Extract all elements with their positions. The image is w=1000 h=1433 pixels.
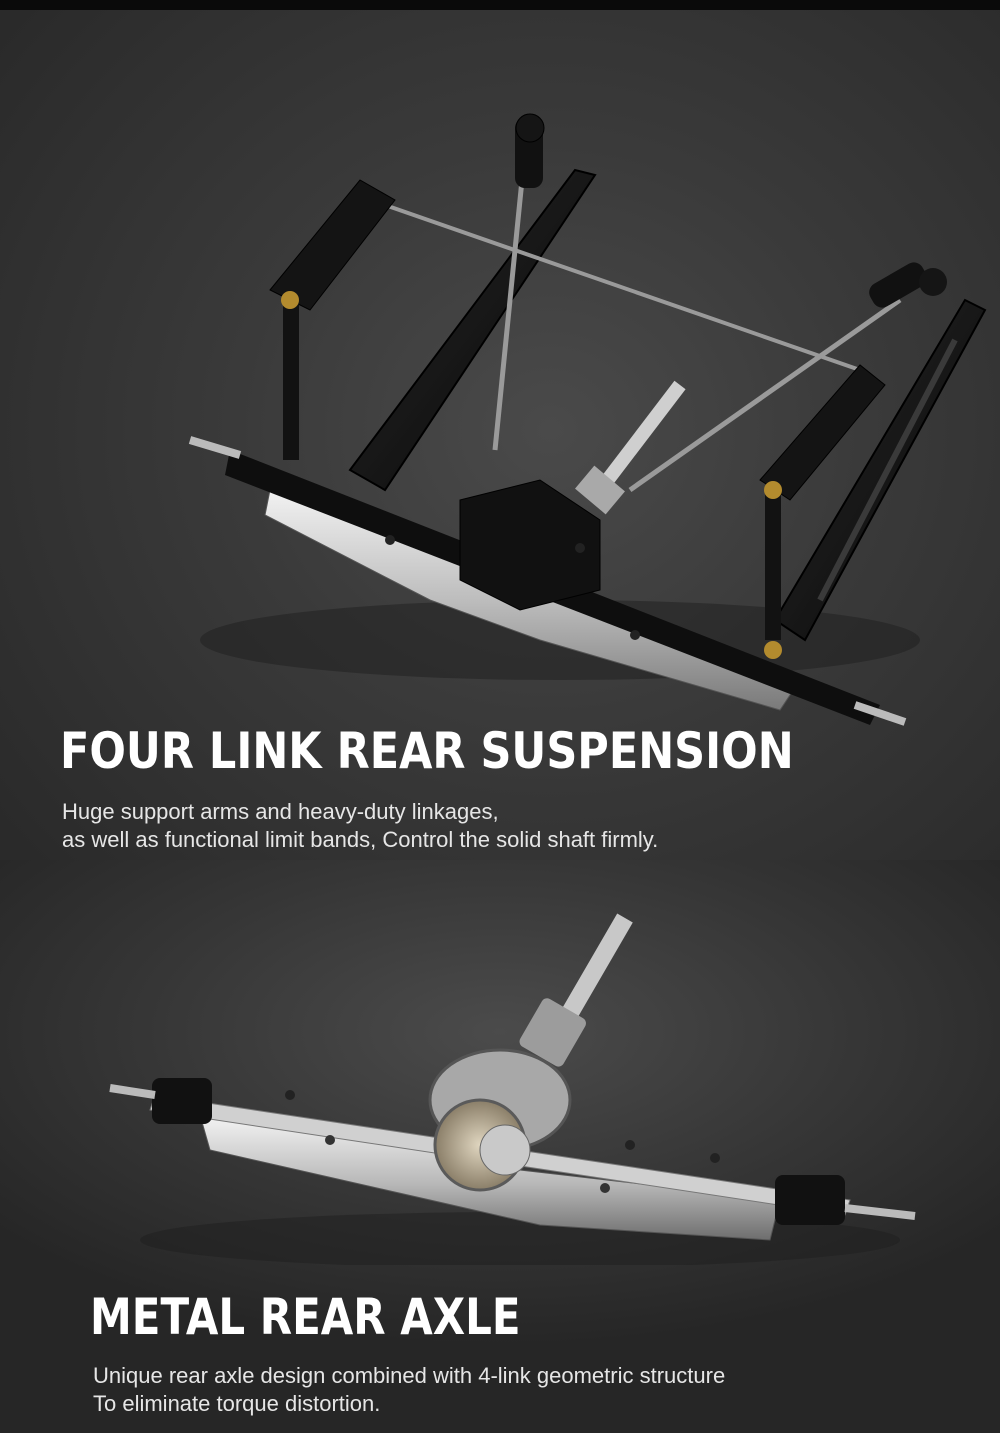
suspension-description-line-1: Huge support arms and heavy-duty linkage… bbox=[62, 799, 499, 824]
suspension-title: FOUR LINK REAR SUSPENSION bbox=[60, 722, 794, 780]
axle-description-line-2: To eliminate torque distortion. bbox=[93, 1391, 381, 1416]
four-link-suspension-image bbox=[188, 113, 987, 726]
axle-description-line-1: Unique rear axle design combined with 4-… bbox=[93, 1363, 726, 1388]
axle-title: METAL REAR AXLE bbox=[90, 1288, 521, 1346]
axle-description: Unique rear axle design combined with 4-… bbox=[93, 1362, 725, 1418]
suspension-description-line-2: as well as functional limit bands, Contr… bbox=[62, 827, 659, 852]
metal-rear-axle-image bbox=[109, 913, 916, 1265]
suspension-description: Huge support arms and heavy-duty linkage… bbox=[62, 798, 658, 854]
